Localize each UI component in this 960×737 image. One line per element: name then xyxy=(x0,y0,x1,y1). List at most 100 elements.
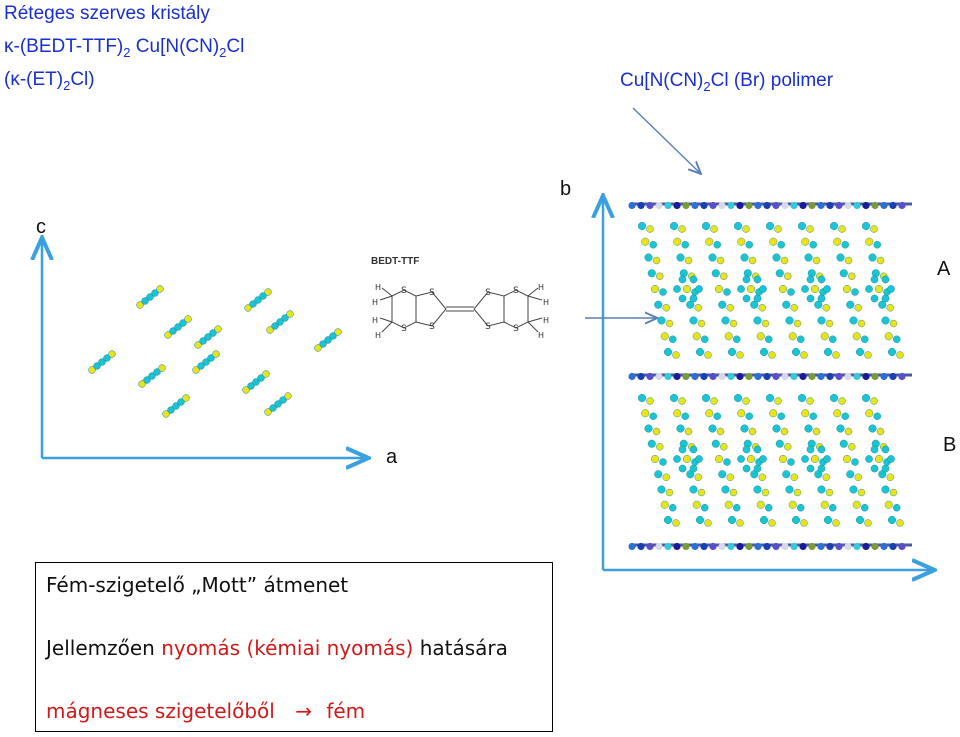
atom xyxy=(809,412,817,420)
atom xyxy=(691,201,699,210)
atom xyxy=(889,542,897,551)
atom xyxy=(777,412,785,420)
info-line-1: Fém-szigetelő „Mott” átmenet xyxy=(46,573,349,597)
atom xyxy=(889,201,897,210)
atom xyxy=(747,455,756,464)
atom xyxy=(754,201,762,210)
atom xyxy=(727,201,735,210)
atom xyxy=(801,409,810,418)
atom xyxy=(646,397,654,405)
atom xyxy=(691,542,699,551)
atom xyxy=(334,328,342,336)
atom xyxy=(880,372,888,381)
atom xyxy=(817,372,825,381)
atom xyxy=(844,427,853,436)
atom xyxy=(788,500,797,509)
atom xyxy=(649,241,657,249)
atom xyxy=(838,397,846,405)
atom xyxy=(199,337,207,345)
atom xyxy=(162,410,170,418)
atom xyxy=(853,372,861,381)
atom xyxy=(878,300,887,309)
atom xyxy=(718,470,727,479)
atom xyxy=(779,455,788,464)
atom xyxy=(649,412,657,420)
atom xyxy=(873,412,881,420)
hydrogen-atom-label: H xyxy=(375,283,381,292)
atom xyxy=(681,412,689,420)
bedt-ttf-molecule xyxy=(162,394,190,418)
atom xyxy=(108,350,116,358)
atom xyxy=(192,366,200,374)
atom xyxy=(761,319,770,328)
atom xyxy=(772,201,780,210)
left-molecule-cluster xyxy=(88,285,342,418)
atom xyxy=(765,504,773,512)
atom xyxy=(870,445,879,454)
atom xyxy=(184,315,192,323)
atom xyxy=(673,409,682,418)
atom xyxy=(646,201,654,210)
atom xyxy=(782,470,791,479)
atom xyxy=(93,362,101,370)
atom xyxy=(898,372,906,381)
atom xyxy=(266,326,274,334)
atom xyxy=(830,221,839,230)
atom xyxy=(848,443,856,451)
atom xyxy=(844,542,852,551)
atom xyxy=(775,439,784,448)
axis-label-c: c xyxy=(36,216,46,238)
atom xyxy=(716,256,725,265)
atom xyxy=(788,332,797,341)
atom xyxy=(264,288,272,296)
axis-label-b: b xyxy=(560,178,572,200)
atom xyxy=(756,332,765,341)
atom xyxy=(209,329,217,337)
sulfur-atom-label: S xyxy=(485,322,491,332)
atom xyxy=(697,488,706,497)
atom xyxy=(857,488,866,497)
atom xyxy=(736,351,744,359)
atom xyxy=(804,424,813,433)
atom xyxy=(760,516,769,525)
atom xyxy=(729,319,738,328)
atom xyxy=(682,372,690,381)
atom xyxy=(841,412,849,420)
atom xyxy=(864,351,872,359)
atom xyxy=(740,253,749,262)
bedt-ttf-molecule xyxy=(88,350,116,374)
atom xyxy=(784,443,792,451)
atom xyxy=(881,294,890,303)
atom xyxy=(898,201,906,210)
atom xyxy=(820,500,829,509)
atom xyxy=(689,294,698,303)
atom xyxy=(682,542,690,551)
atom xyxy=(806,294,815,303)
atom xyxy=(723,458,731,466)
atom xyxy=(812,427,821,436)
atom xyxy=(314,344,322,352)
atom xyxy=(662,473,670,481)
atom xyxy=(780,256,789,265)
atom xyxy=(244,304,252,312)
atom xyxy=(647,269,656,278)
atom xyxy=(862,201,870,210)
hydrogen-atom-label: H xyxy=(372,298,378,307)
atom xyxy=(726,473,734,481)
atom xyxy=(881,316,890,325)
atom xyxy=(745,201,753,210)
bedt-ttf-molecule xyxy=(192,350,220,374)
atom xyxy=(736,201,744,210)
atom xyxy=(670,221,679,230)
atom xyxy=(817,294,826,303)
atom xyxy=(664,516,673,525)
atom xyxy=(257,374,265,382)
atom xyxy=(169,327,177,335)
atom xyxy=(765,335,773,343)
atom xyxy=(709,201,717,210)
atom xyxy=(664,372,672,381)
bedt-ttf-molecule xyxy=(164,315,192,339)
atom xyxy=(673,285,681,293)
layer-label-A: A xyxy=(937,258,951,280)
atom xyxy=(865,409,874,418)
